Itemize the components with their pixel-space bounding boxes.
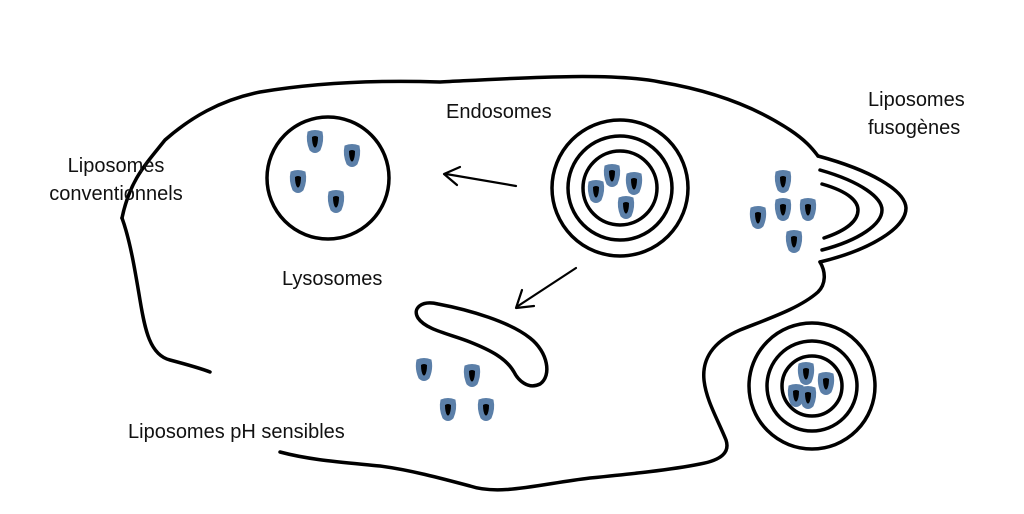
- label-lysosomes: Lysosomes: [282, 268, 383, 290]
- endosome-ring-outer: [550, 118, 690, 258]
- lysosome: [265, 115, 391, 241]
- liposome-ring-outer: [747, 321, 877, 451]
- label-fusogenic-line-1: Liposomes: [868, 89, 965, 111]
- cell-membrane-left: [120, 216, 212, 374]
- fusogenic-arc-inner: [820, 182, 860, 240]
- label-ph-sensitive-liposomes: Liposomes pH sensibles: [128, 421, 345, 443]
- endosome-ring-inner: [581, 149, 659, 227]
- endosome-ring-middle: [566, 134, 674, 242]
- label-fusogenic-line-2: fusogènes: [868, 117, 961, 139]
- label-endosomes: Endosomes: [446, 101, 552, 123]
- label-conventional-line-1: Liposomes: [67, 155, 165, 177]
- arrow-endosome-to-ph-liposome: [514, 266, 578, 310]
- drug-particles-multilamellar: [787, 362, 835, 409]
- drug-particles-ph-sensitive: [415, 358, 495, 421]
- label-fusogenic-liposomes: Liposomes fusogènes: [868, 86, 965, 142]
- cell-membrane-right: [278, 260, 826, 492]
- liposome-ring-inner: [780, 354, 844, 418]
- label-conventional-liposomes: Liposomes conventionnels: [36, 152, 196, 208]
- label-conventional-line-2: conventionnels: [49, 183, 183, 205]
- fusogenic-arc-outer: [816, 154, 908, 264]
- ph-sensitive-liposome: [414, 301, 549, 388]
- cell-membrane: [120, 74, 820, 220]
- drug-particles-fusogenic: [749, 170, 817, 253]
- drug-particles-endosome: [587, 164, 643, 219]
- drug-particles-lysosome: [289, 130, 361, 213]
- fusogenic-arc-middle: [818, 168, 884, 252]
- liposome-ring-middle: [765, 339, 859, 433]
- arrow-endosome-to-lysosome: [442, 165, 518, 188]
